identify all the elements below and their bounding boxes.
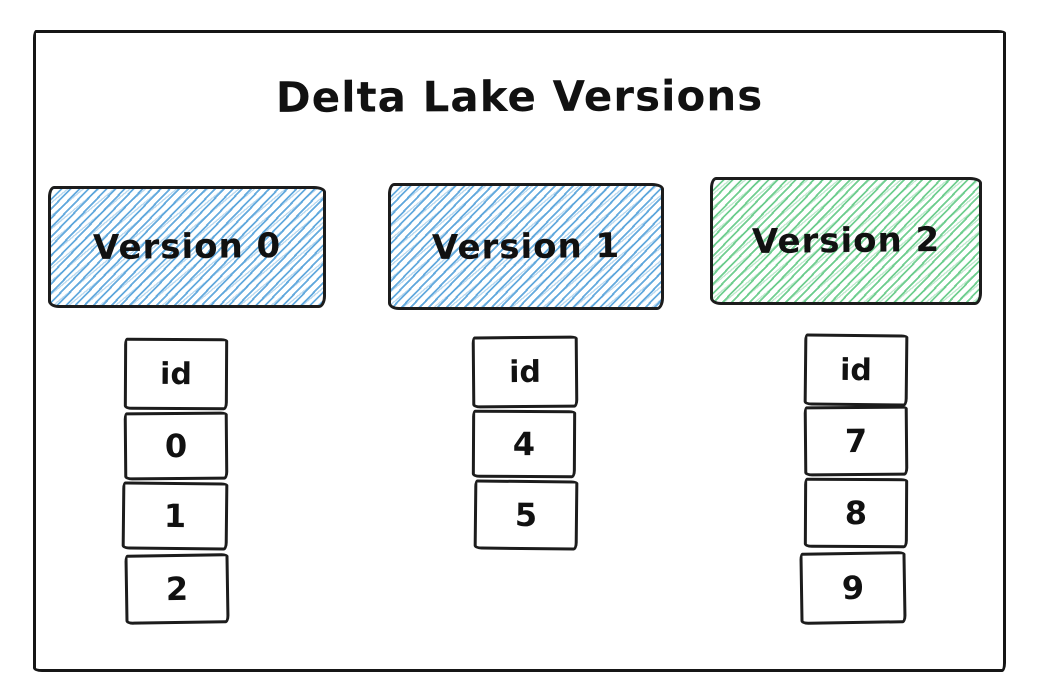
version-1-row-cell: 4 xyxy=(471,409,577,479)
version-0-row-cell: 1 xyxy=(121,481,229,551)
version-1-row-cell: 5 xyxy=(473,479,579,551)
version-1-id-header-cell: id xyxy=(471,335,579,409)
version-2-box: Version 2 xyxy=(710,177,982,305)
version-2-row-cell: 8 xyxy=(803,477,909,549)
version-0-box: Version 0 xyxy=(48,186,326,308)
version-1-box: Version 1 xyxy=(388,183,664,310)
version-2-id-header-cell: id xyxy=(803,333,909,407)
version-0-label: Version 0 xyxy=(92,226,282,268)
version-2-row-cell: 9 xyxy=(799,551,907,625)
page-title: Delta Lake Versions xyxy=(275,71,764,122)
version-0-id-header-cell: id xyxy=(123,337,229,411)
version-2-label: Version 2 xyxy=(751,220,941,262)
version-1-label: Version 1 xyxy=(431,225,621,268)
version-2-row-cell: 7 xyxy=(803,405,909,477)
version-0-row-cell: 2 xyxy=(124,553,230,625)
version-0-row-cell: 0 xyxy=(123,411,229,481)
